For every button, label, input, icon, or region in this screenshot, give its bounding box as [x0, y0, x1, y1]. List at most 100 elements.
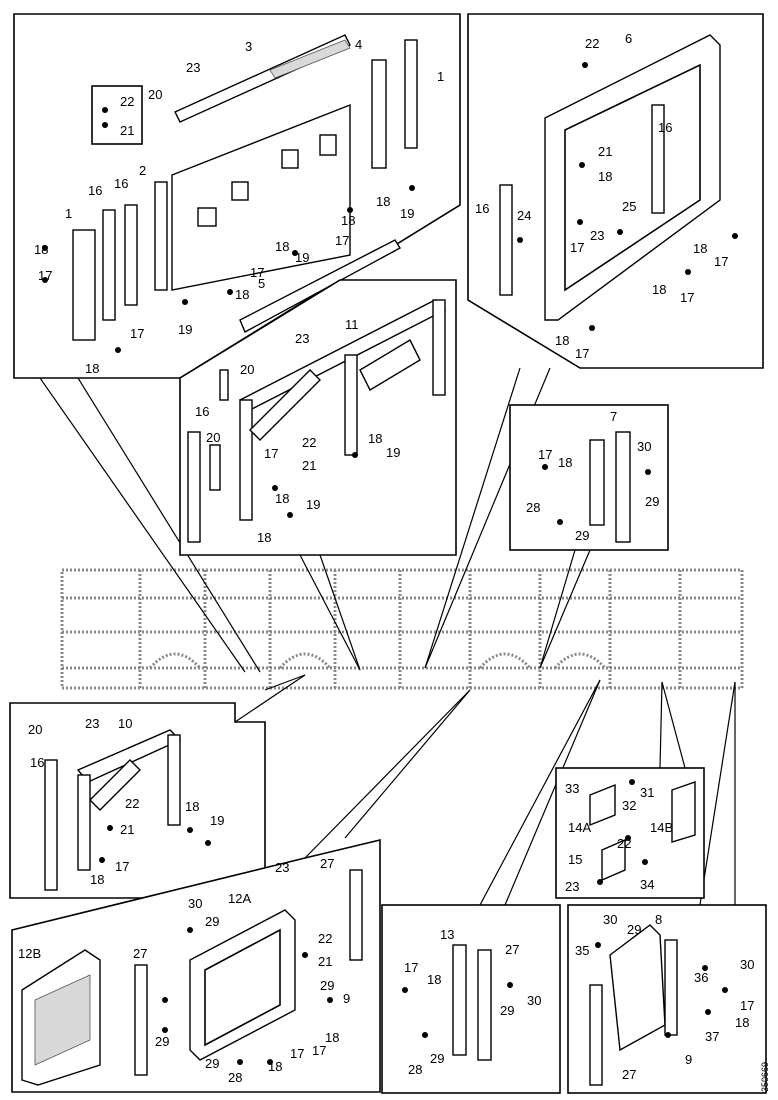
detail-panel-1	[13, 13, 461, 379]
callout-13: 13	[440, 927, 454, 942]
detail-panel-7	[11, 838, 381, 1093]
callout-16: 16	[114, 176, 128, 191]
callout-30: 30	[740, 957, 754, 972]
callout-18: 18	[257, 530, 271, 545]
callout-18: 18	[235, 287, 249, 302]
callout-16: 16	[30, 755, 44, 770]
callout-17: 17	[290, 1046, 304, 1061]
callout-17: 17	[575, 346, 589, 361]
callout-2: 2	[139, 163, 146, 178]
callout-18: 18	[368, 431, 382, 446]
callout-5: 5	[258, 276, 265, 291]
callout-23: 23	[186, 60, 200, 75]
detail-panel-6	[555, 767, 705, 899]
callout-17: 17	[404, 960, 418, 975]
callout-31: 31	[640, 785, 654, 800]
callout-17: 17	[680, 290, 694, 305]
callout-1: 1	[65, 206, 72, 221]
callout-36: 36	[694, 970, 708, 985]
callout-18: 18	[185, 799, 199, 814]
callout-30: 30	[637, 439, 651, 454]
callout-28: 28	[526, 500, 540, 515]
callout-16: 16	[195, 404, 209, 419]
callout-18: 18	[427, 972, 441, 987]
callout-3: 3	[245, 39, 252, 54]
callout-21: 21	[120, 822, 134, 837]
callout-17: 17	[714, 254, 728, 269]
callout-27: 27	[505, 942, 519, 957]
callout-28: 28	[228, 1070, 242, 1085]
detail-panel-9	[567, 904, 767, 1094]
callout-17: 17	[264, 446, 278, 461]
detail-panel-2	[467, 13, 764, 369]
callout-35: 35	[575, 943, 589, 958]
callout-17: 17	[115, 859, 129, 874]
callout-29: 29	[205, 1056, 219, 1071]
callout-32: 32	[622, 798, 636, 813]
callout-18: 18	[85, 361, 99, 376]
callout-23: 23	[565, 879, 579, 894]
callout-17: 17	[335, 233, 349, 248]
callout-23: 23	[295, 331, 309, 346]
callout-4: 4	[355, 37, 362, 52]
callout-19: 19	[400, 206, 414, 221]
detail-panel-5	[9, 702, 266, 899]
callout-16: 16	[88, 183, 102, 198]
callout-11: 11	[345, 317, 359, 332]
detail-panel-8	[381, 904, 561, 1094]
callout-9: 9	[343, 991, 350, 1006]
callout-9: 9	[685, 1052, 692, 1067]
callout-18: 18	[90, 872, 104, 887]
callout-10: 10	[118, 716, 132, 731]
callout-27: 27	[133, 946, 147, 961]
callout-8: 8	[655, 912, 662, 927]
panel-6-callouts: 14A 14B 15 22 23 31 32 33 34	[565, 781, 673, 894]
callout-18: 18	[275, 491, 289, 506]
document-code: 350669	[760, 1062, 770, 1092]
callout-16: 16	[475, 201, 489, 216]
callout-29: 29	[205, 914, 219, 929]
callout-21: 21	[302, 458, 316, 473]
callout-18: 18	[341, 213, 355, 228]
callout-23: 22	[585, 36, 599, 51]
callout-21: 18	[598, 169, 612, 184]
panel-2-callouts: 6 16 16 17 17 17 17 18 18 18 18 21 22 23…	[475, 31, 728, 361]
callout-18: 18	[376, 194, 390, 209]
callout-12B: 12B	[18, 946, 41, 961]
callout-18: 18	[268, 1059, 282, 1074]
callout-21: 21	[318, 954, 332, 969]
callout-18: 18	[555, 333, 569, 348]
panel-5-callouts: 10 16 17 18 18 19 20 21 22 23	[28, 716, 224, 887]
detail-panel-4	[509, 404, 669, 551]
callout-24: 23	[590, 228, 604, 243]
callout-29: 29	[500, 1003, 514, 1018]
callout-18: 18	[558, 455, 572, 470]
callout-21: 21	[120, 123, 134, 138]
callout-29: 29	[645, 494, 659, 509]
panel-1-callouts: 1 2 3 4 1 5 16 16 17 17 17 17 18 18 18 1…	[34, 37, 444, 376]
callout-18: 18	[693, 241, 707, 256]
callout-18: 18	[325, 1030, 339, 1045]
panel-3-callouts: 11 16 17 18 18 18 19 19 20 20 21 22 23	[195, 317, 400, 545]
callout-1: 1	[437, 69, 444, 84]
callout-19: 19	[386, 445, 400, 460]
callout-22: 22	[302, 435, 316, 450]
callout-25: 24	[517, 208, 531, 223]
callout-23: 23	[85, 716, 99, 731]
callout-22: 21	[598, 144, 612, 159]
callout-22: 22	[318, 931, 332, 946]
callout-27: 27	[622, 1067, 636, 1082]
callout-18: 18	[275, 239, 289, 254]
callout-20: 20	[28, 722, 42, 737]
callout-29: 29	[155, 1034, 169, 1049]
callout-30: 30	[188, 896, 202, 911]
callout-14A: 14A	[568, 820, 591, 835]
callout-14B: 14B	[650, 820, 673, 835]
callout-26: 25	[622, 199, 636, 214]
callout-34: 34	[640, 877, 654, 892]
callout-33: 33	[565, 781, 579, 796]
panel-9-callouts: 8 9 17 18 27 29 30 30 35 36 37	[575, 912, 754, 1082]
panel-7-callouts: 12A 12B 17 17 18 18 21 22 23 27 27 28 29…	[18, 856, 350, 1085]
detail-panel-3	[179, 279, 457, 556]
